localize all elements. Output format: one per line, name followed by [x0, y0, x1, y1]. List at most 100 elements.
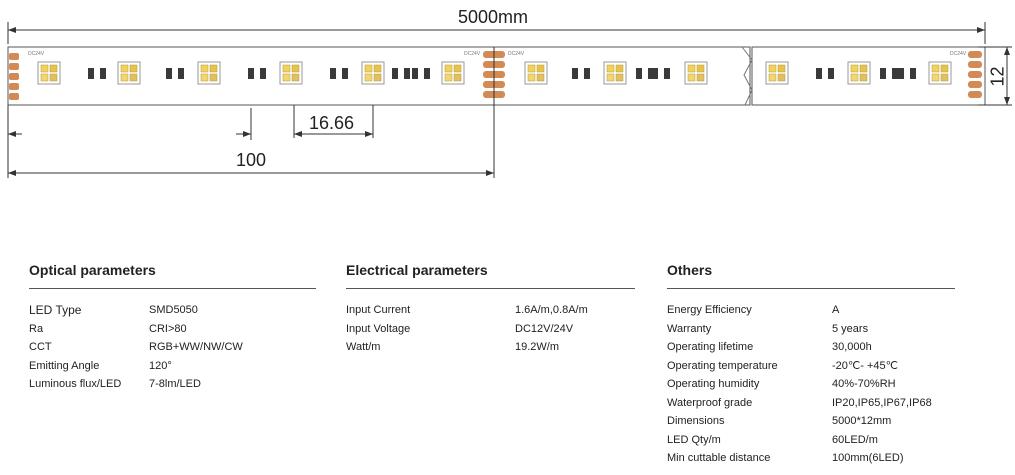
param-value: RGB+WW/NW/CW — [149, 341, 243, 354]
led-chip — [684, 61, 708, 85]
param-label: Input Voltage — [346, 322, 411, 335]
param-label: LED Type — [29, 303, 82, 318]
param-value: 100mm(6LED) — [832, 452, 904, 465]
param-label: Luminous flux/LED — [29, 378, 122, 391]
others-section: Others Energy Efficiency A Warranty 5 years… — [667, 262, 955, 468]
resistor — [898, 68, 904, 79]
param-row: Operating temperature -20℃- +45℃ — [667, 357, 955, 376]
resistor — [828, 68, 834, 79]
pitch-label: 16.66 — [309, 113, 355, 133]
param-value: 5 years — [832, 322, 869, 335]
cut-length-label: 100 — [236, 150, 267, 170]
resistor — [412, 68, 418, 79]
pad-voltage-label: DC24V — [508, 51, 525, 57]
param-row: Watt/m 19.2W/m — [346, 338, 635, 357]
strip-break-mark — [741, 46, 753, 106]
led-chip — [441, 61, 465, 85]
param-row: Operating lifetime 30,000h — [667, 338, 955, 357]
param-value: 1.6A/m,0.8A/m — [515, 304, 588, 317]
left-solder-pads — [9, 53, 19, 100]
led-chip — [117, 61, 141, 85]
resistor — [636, 68, 642, 79]
arrow-right-icon — [243, 131, 251, 137]
param-label: Warranty — [667, 322, 712, 335]
param-label: Operating humidity — [667, 378, 760, 391]
arrow-down-icon — [1004, 97, 1010, 105]
resistor — [892, 68, 898, 79]
resistor — [424, 68, 430, 79]
param-label: CCT — [29, 341, 52, 354]
led-chip — [361, 61, 385, 85]
electrical-parameters-section: Electrical parameters Input Current 1.6A/… — [346, 262, 635, 357]
param-value: 19.2W/m — [515, 341, 560, 354]
total-length-label: 5000mm — [458, 7, 529, 27]
resistor — [572, 68, 578, 79]
arrow-right-icon — [486, 170, 494, 176]
resistor — [584, 68, 590, 79]
section-title: Electrical parameters — [346, 262, 635, 289]
param-row: LED Type SMD5050 — [29, 301, 316, 320]
param-label: Emitting Angle — [29, 359, 100, 372]
param-value: A — [832, 304, 840, 317]
arrow-right-icon — [365, 131, 373, 137]
led-strip-diagram: DC24V DC24V DC24V DC24V — [7, 22, 1012, 178]
led-chip — [279, 61, 303, 85]
resistor — [248, 68, 254, 79]
section-title: Others — [667, 262, 955, 289]
arrow-left-icon — [294, 131, 302, 137]
pad-voltage-label: DC24V — [464, 51, 481, 57]
led-chip — [765, 61, 789, 85]
param-label: Input Current — [346, 304, 411, 317]
param-row: Input Voltage DC12V/24V — [346, 320, 635, 339]
arrow-right-icon — [977, 27, 985, 33]
param-value: 30,000h — [832, 341, 872, 354]
resistor — [648, 68, 654, 79]
resistor-components — [88, 68, 916, 79]
param-row: Warranty 5 years — [667, 320, 955, 339]
resistor — [652, 68, 658, 79]
param-value: 5000*12mm — [832, 415, 892, 428]
right-solder-pads — [968, 51, 982, 98]
resistor — [404, 68, 410, 79]
section-title: Optical parameters — [29, 262, 316, 289]
led-chip — [928, 61, 952, 85]
resistor — [330, 68, 336, 79]
width-label: 12 — [987, 66, 1008, 87]
param-label: Energy Efficiency — [667, 304, 752, 317]
pad-voltage-label: DC24V — [28, 51, 45, 57]
resistor — [880, 68, 886, 79]
resistor — [100, 68, 106, 79]
pad-voltage-label: DC24V — [950, 51, 967, 57]
param-label: Min cuttable distance — [667, 452, 771, 465]
resistor — [342, 68, 348, 79]
resistor — [664, 68, 670, 79]
param-row: CCT RGB+WW/NW/CW — [29, 338, 316, 357]
param-row: Operating humidity 40%-70%RH — [667, 375, 955, 394]
param-value: 40%-70%RH — [832, 378, 896, 391]
param-row: Min cuttable distance 100mm(6LED) — [667, 449, 955, 468]
arrow-up-icon — [1004, 47, 1010, 55]
param-row: Energy Efficiency A — [667, 301, 955, 320]
param-value: -20℃- +45℃ — [832, 360, 898, 373]
led-chip — [197, 61, 221, 85]
param-value: CRI>80 — [149, 322, 187, 335]
param-label: Operating lifetime — [667, 341, 754, 354]
param-value: DC12V/24V — [515, 322, 574, 335]
param-label: Operating temperature — [667, 359, 778, 372]
param-value: 120° — [149, 359, 172, 372]
resistor — [392, 68, 398, 79]
led-chip — [603, 61, 627, 85]
param-value: SMD5050 — [149, 304, 198, 317]
led-chip — [847, 61, 871, 85]
param-label: Watt/m — [346, 341, 381, 354]
resistor — [910, 68, 916, 79]
